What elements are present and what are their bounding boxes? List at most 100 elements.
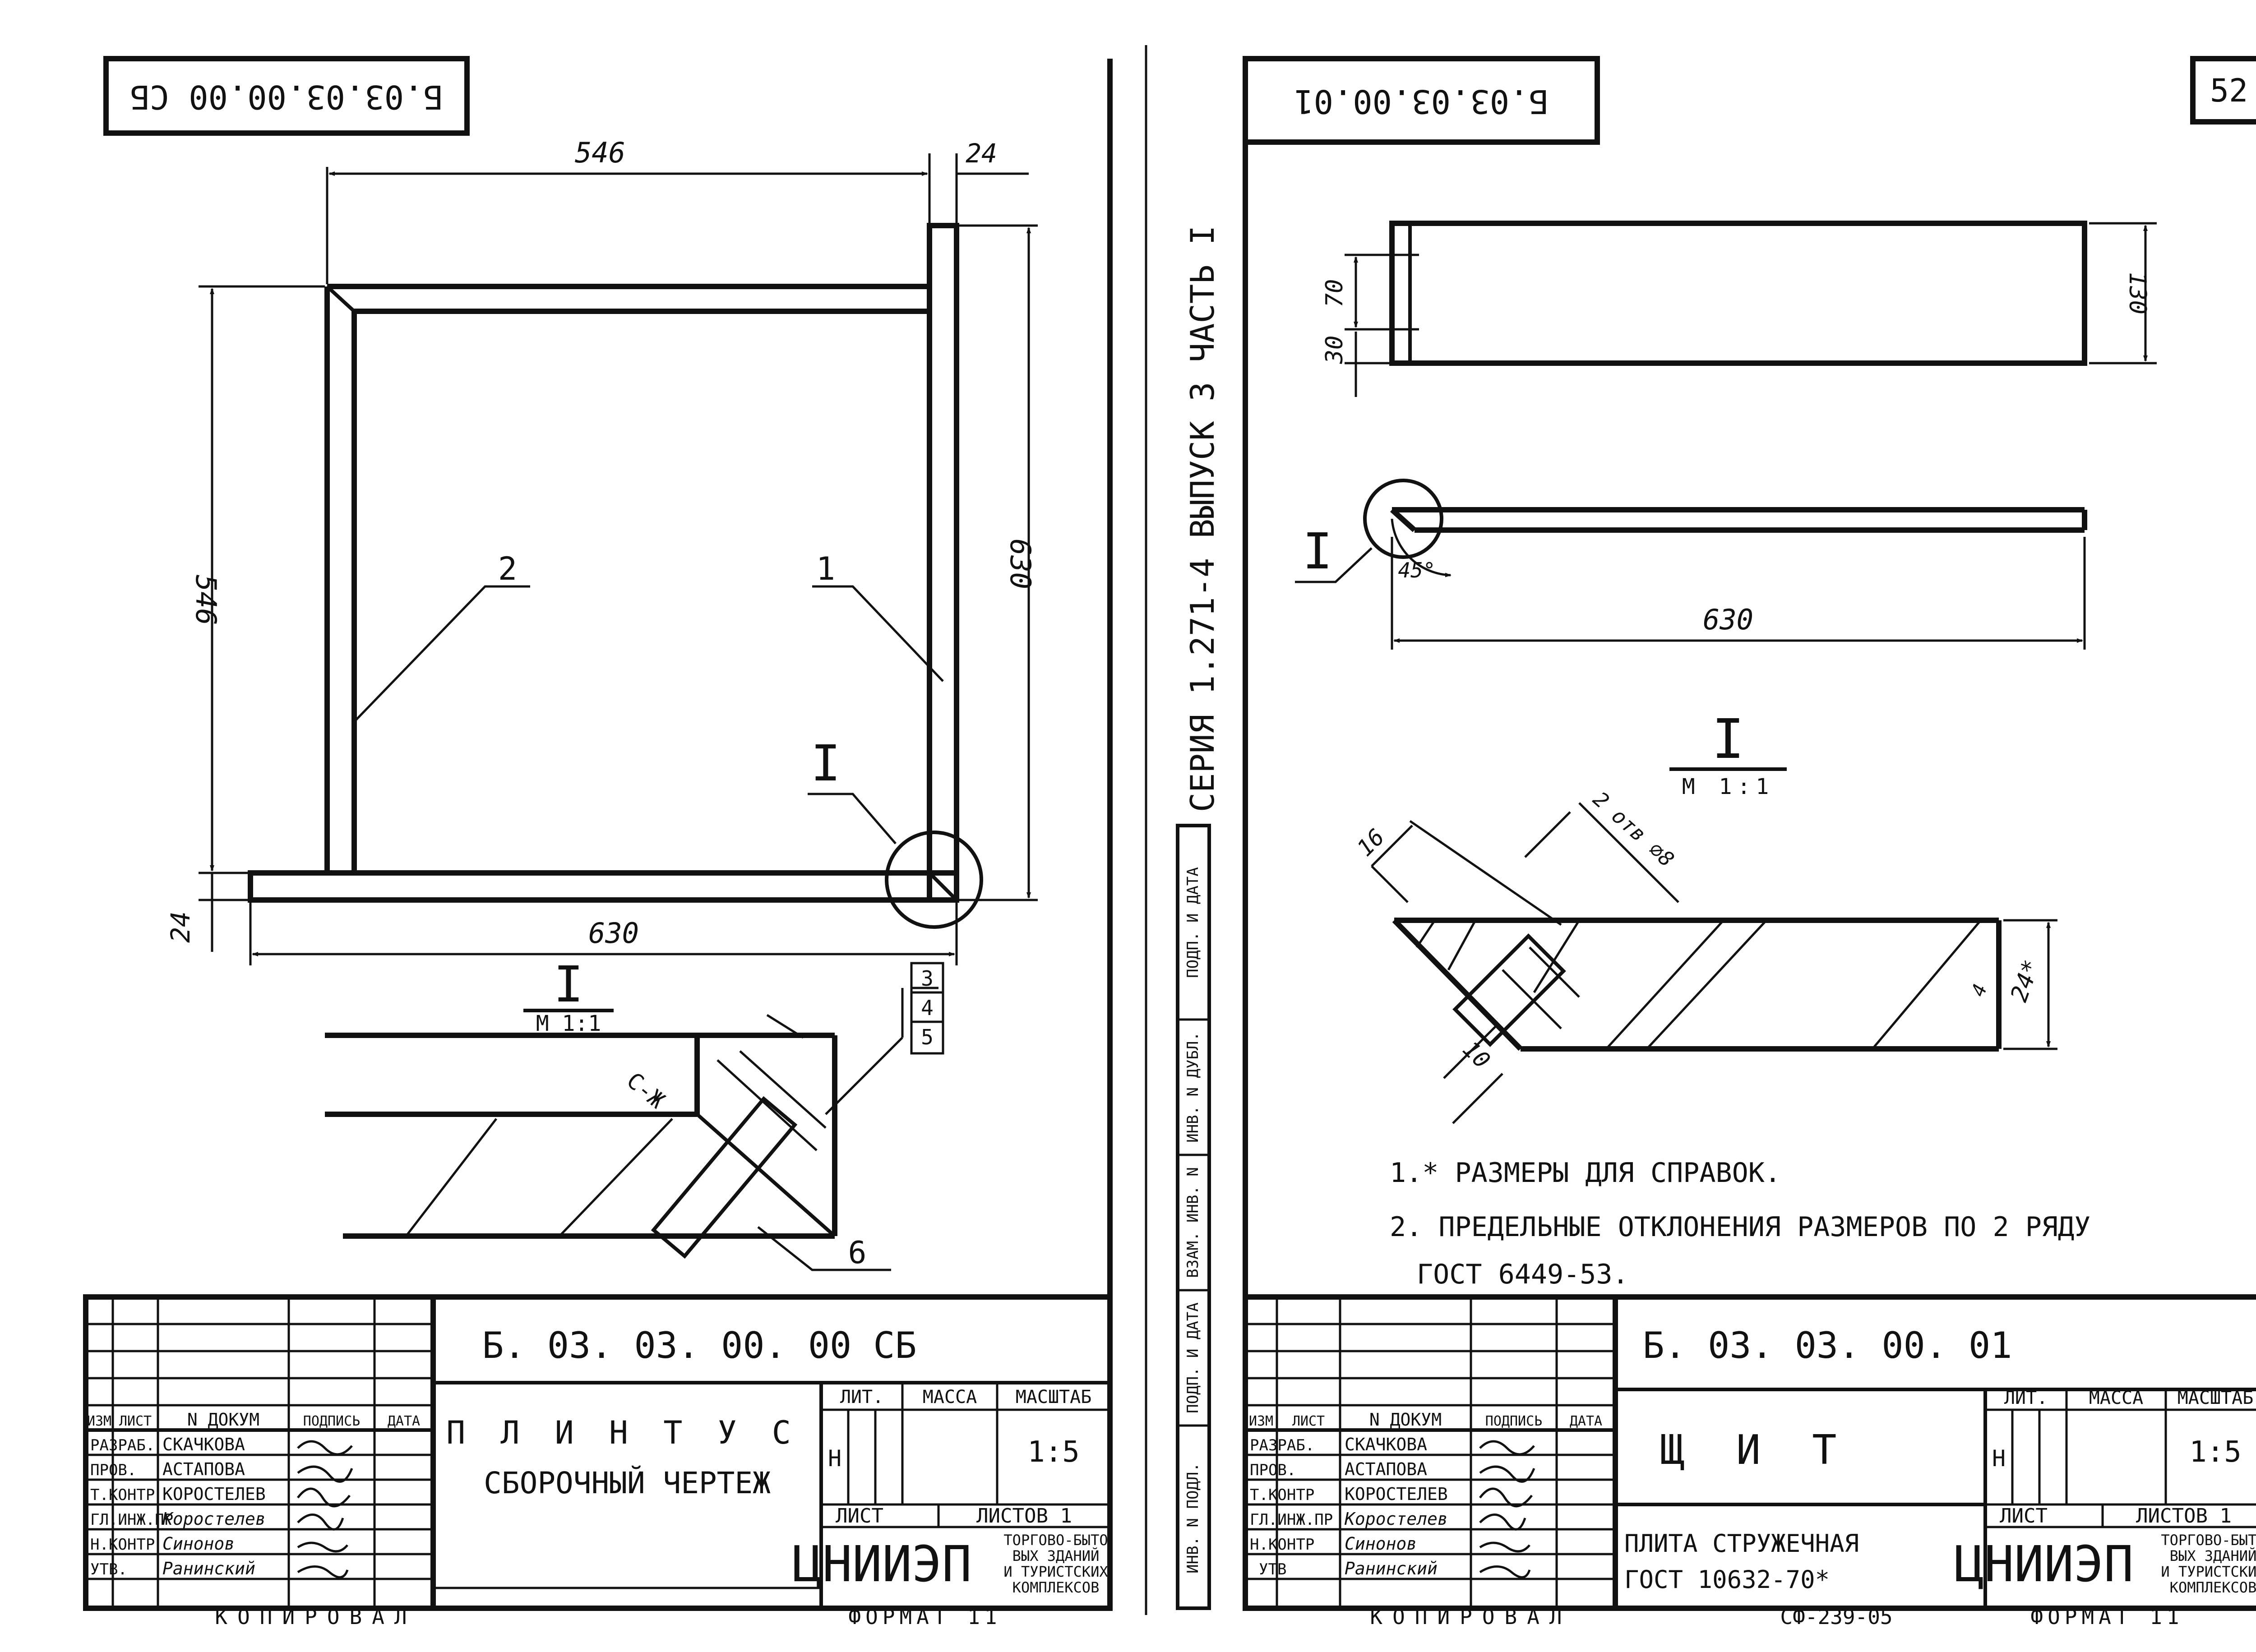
dim-70: 70: [1321, 279, 1348, 308]
detail-pos-6: 6: [848, 1235, 867, 1271]
left-lit-header: ЛИТ.: [840, 1387, 883, 1407]
right-format: ФОРМАТ 11: [2030, 1605, 2183, 1629]
left-doc-code: Б. 03. 03. 00. 00 СБ: [482, 1324, 916, 1366]
left-org-desc-4: КОМПЛЕКСОВ: [1012, 1579, 1100, 1596]
dim-4-right: 4: [1967, 981, 1992, 1000]
callout-part-2: 2: [498, 550, 517, 587]
right-name-4: Коростелев: [1344, 1509, 1448, 1529]
right-col-ndoc: N ДОКУМ: [1369, 1410, 1442, 1430]
dim-angle-45: 45°: [1398, 558, 1435, 582]
left-scale-header: МАСШТАБ: [1016, 1387, 1092, 1407]
detail-sk-label: С-Ж: [622, 1067, 670, 1113]
right-scale-header: МАСШТАБ: [2177, 1388, 2254, 1408]
left-stamp-box: [103, 56, 470, 136]
right-sheets-label: ЛИСТОВ 1: [2136, 1504, 2232, 1527]
dim-30: 30: [1321, 336, 1348, 365]
left-name-5: Синонов: [162, 1534, 235, 1554]
left-names: СКАЧКОВА АСТАПОВА КОРОСТЕЛЕВ Коростелев …: [162, 1435, 266, 1578]
left-role-4: ГЛ.ИНЖ.ПР: [90, 1511, 173, 1529]
note-3: ГОСТ 6449-53.: [1417, 1259, 1629, 1290]
right-stamp-code: Б.03.03.00.01: [1294, 83, 1549, 120]
side-label-1: ИНВ. N ПОДЛ.: [1184, 1463, 1202, 1574]
left-copied: КОПИРОВАЛ: [215, 1605, 416, 1629]
right-name: Щ И Т: [1660, 1426, 1850, 1474]
right-material-1: ПЛИТА СТРУЖЕЧНАЯ: [1624, 1529, 1859, 1558]
left-name-line2: СБОРОЧНЫЙ ЧЕРТЕЖ: [484, 1465, 771, 1500]
detail-title-scale-right: M 1:1: [1682, 774, 1775, 799]
right-stamp-box: [1243, 56, 1600, 145]
plate-side-view: [1390, 507, 2087, 533]
detail-view-left: [325, 987, 938, 1259]
right-col-izm: ИЗМ: [1249, 1413, 1273, 1429]
right-scale-value: 1:5: [2189, 1435, 2242, 1469]
dim-630-bottom: 630: [588, 917, 639, 950]
right-material-2: ГОСТ 10632-70*: [1624, 1565, 1830, 1594]
dim-24-right: 24*: [2006, 956, 2046, 1006]
dim-630-right-sheet: 630: [1703, 603, 1753, 636]
dim-24-top: 24: [966, 138, 997, 169]
left-name-1: СКАЧКОВА: [162, 1435, 245, 1454]
right-col-sign: ПОДПИСЬ: [1485, 1413, 1542, 1429]
right-name-1: СКАЧКОВА: [1345, 1435, 1427, 1454]
plinth-assembly: [248, 223, 959, 903]
dim-546-left: 546: [190, 575, 222, 625]
right-org-desc-4: КОМПЛЕКСОВ: [2170, 1579, 2256, 1596]
right-org-desc-1: ТОРГОВО-БЫТО: [2161, 1532, 2256, 1549]
right-doc-code: Б. 03. 03. 00. 01: [1643, 1324, 2012, 1366]
right-role-1: РАЗРАБ.: [1250, 1436, 1314, 1454]
side-label-4: ИНВ. N ДУБЛ.: [1184, 1032, 1202, 1143]
right-org-desc-2: ВЫХ ЗДАНИЙ: [2170, 1547, 2256, 1564]
right-mass-header: МАССА: [2089, 1388, 2143, 1408]
left-col-izm: ИЗМ: [87, 1413, 111, 1429]
right-name-2: АСТАПОВА: [1345, 1459, 1427, 1479]
left-name-2: АСТАПОВА: [162, 1459, 245, 1479]
left-stamp-code: Б.03.03.00.00 СБ: [130, 78, 443, 116]
callout-part-1: 1: [816, 550, 835, 587]
right-copied: КОПИРОВАЛ: [1370, 1605, 1572, 1629]
left-scale-value: 1:5: [1027, 1435, 1080, 1469]
left-role-1: РАЗРАБ.: [90, 1436, 155, 1454]
left-col-list: ЛИСТ: [119, 1413, 152, 1429]
left-sheets-label: ЛИСТОВ 1: [976, 1504, 1072, 1527]
right-role-2: ПРОВ.: [1250, 1461, 1296, 1479]
right-role-5: Н.КОНТР: [1250, 1536, 1314, 1554]
left-col-sign: ПОДПИСЬ: [303, 1413, 360, 1429]
left-signatures: [297, 1440, 353, 1578]
left-org-desc-2: ВЫХ ЗДАНИЙ: [1012, 1547, 1100, 1564]
left-sheet-label: ЛИСТ: [836, 1504, 883, 1527]
detail-title-scale: M 1:1: [536, 1011, 601, 1036]
detail-view-right: [1392, 918, 2002, 1052]
note-1: 1.* РАЗМЕРЫ ДЛЯ СПРАВОК.: [1390, 1157, 1781, 1189]
right-col-date: ДАТА: [1570, 1413, 1602, 1429]
left-role-3: Т.КОНТР: [90, 1486, 155, 1504]
page-number: 52: [2210, 72, 2248, 109]
right-org: ЦНИИЭП: [1954, 1535, 2133, 1593]
right-sheet: Б.03.03.00.01 52 СЕРИЯ 1.271-4 ВЫПУСК 3 …: [1145, 45, 2256, 1629]
left-format: ФОРМАТ 11: [848, 1605, 1001, 1629]
detail-circle-right: [1363, 479, 1443, 559]
right-role-6: УТВ: [1259, 1560, 1286, 1578]
side-label-5: ПОДП. И ДАТА: [1184, 867, 1202, 978]
right-org-desc-3: И ТУРИСТСКИХ: [2161, 1563, 2256, 1580]
left-org-desc-1: ТОРГОВО-БЫТО: [1003, 1532, 1108, 1549]
left-lit-value: Н: [828, 1445, 841, 1472]
right-col-list: ЛИСТ: [1292, 1413, 1325, 1429]
detail-dim-5: 5: [921, 1025, 934, 1049]
right-sheet-label: ЛИСТ: [2000, 1504, 2048, 1527]
right-signatures: [1479, 1440, 1535, 1578]
right-roles: РАЗРАБ. ПРОВ. Т.КОНТР ГЛ.ИНЖ.ПР Н.КОНТР …: [1250, 1436, 1333, 1578]
dim-16: 16: [1352, 824, 1390, 862]
side-label-2: ПОДП. И ДАТА: [1184, 1302, 1202, 1413]
left-name-4: Коростелев: [162, 1509, 266, 1529]
right-lit-value: Н: [1992, 1445, 2006, 1472]
detail-mark-left: I: [811, 734, 841, 792]
detail-title-mark-right: I: [1712, 708, 1744, 771]
left-role-2: ПРОВ.: [90, 1461, 136, 1479]
left-name-line1: П Л И Н Т У С: [446, 1414, 799, 1451]
right-name-6: Ранинский: [1345, 1559, 1438, 1578]
right-name-3: КОРОСТЕЛЕВ: [1345, 1484, 1448, 1504]
left-role-5: Н.КОНТР: [90, 1536, 155, 1554]
right-sf-code: СФ-239-05: [1780, 1605, 1892, 1629]
left-roles: РАЗРАБ. ПРОВ. Т.КОНТР ГЛ.ИНЖ.ПР Н.КОНТР …: [90, 1436, 173, 1578]
